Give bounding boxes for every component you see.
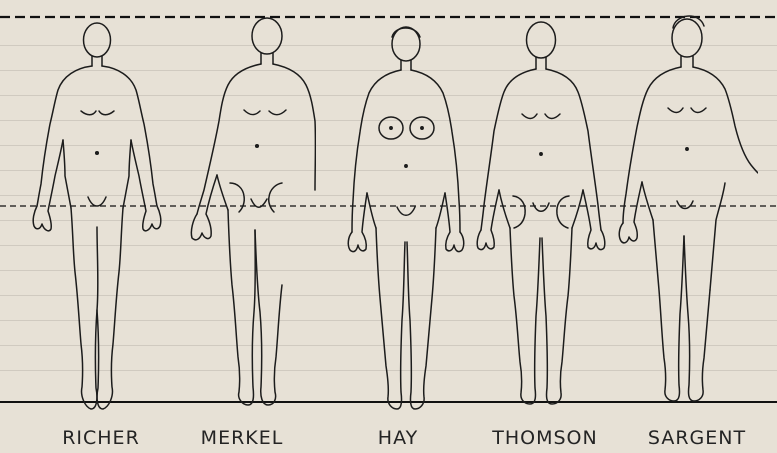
figure-thomson [466, 0, 616, 453]
figure-richer [24, 0, 174, 453]
figure-label-richer: RICHER [26, 427, 176, 449]
body-outline-richer [24, 0, 174, 453]
figure-sargent [608, 0, 758, 453]
body-outline-sargent [608, 0, 758, 453]
figure-label-sargent: SARGENT [622, 427, 772, 449]
body-outline-merkel [166, 0, 316, 453]
figure-merkel [166, 0, 316, 453]
body-outline-hay [320, 0, 470, 453]
body-outline-thomson [466, 0, 616, 453]
figure-label-hay: HAY [323, 427, 473, 449]
figure-hay [320, 0, 470, 453]
figure-label-thomson: THOMSON [470, 427, 620, 449]
figure-label-merkel: MERKEL [167, 427, 317, 449]
